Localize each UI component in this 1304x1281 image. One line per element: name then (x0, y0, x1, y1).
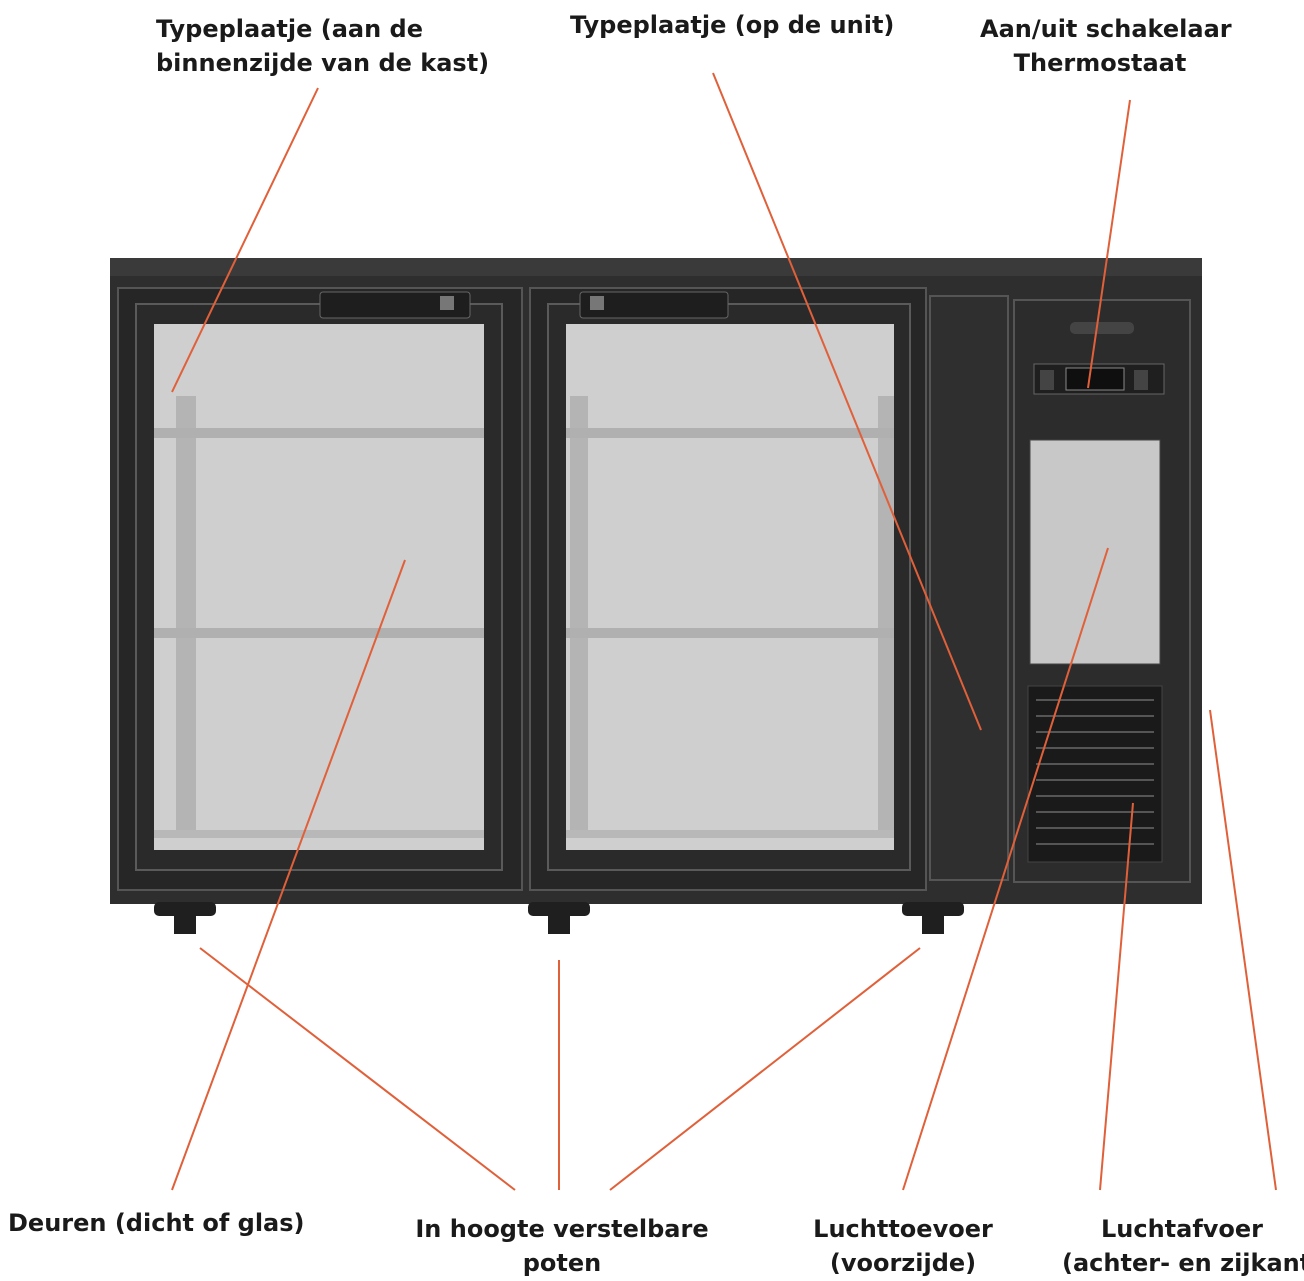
label-line: Thermostaat (1013, 49, 1187, 77)
label-poten: In hoogte verstelbare poten (412, 1212, 712, 1280)
label-line: (voorzijde) (829, 1249, 977, 1277)
unit-nameplate-area (1029, 439, 1161, 665)
thermostat-display (1065, 367, 1125, 391)
label-line: poten (522, 1249, 602, 1277)
door-right (529, 287, 927, 891)
leader-schakelaar (1087, 99, 1131, 389)
leader-typeplaatje-kast (171, 87, 319, 393)
label-line: Deuren (dicht of glas) (8, 1209, 305, 1237)
label-luchttoevoer: Luchttoevoer (voorzijde) (808, 1212, 998, 1280)
leader-luchttoevoer (902, 547, 1109, 1191)
label-luchtafvoer: Luchtafvoer (achter- en zijkant) (1062, 1212, 1304, 1280)
leader-poten-right (609, 947, 921, 1191)
label-schakelaar-thermostaat: Aan/uit schakelaar Thermostaat (980, 12, 1232, 80)
leader-poten-left (199, 947, 516, 1191)
label-line: binnenzijde van de kast) (156, 49, 490, 77)
label-typeplaatje-unit: Typeplaatje (op de unit) (570, 8, 894, 42)
label-line: Aan/uit schakelaar (980, 15, 1232, 43)
label-line: Luchttoevoer (813, 1215, 993, 1243)
glass-panel-right (566, 324, 894, 850)
leader-lines (171, 72, 1277, 1191)
label-line: In hoogte verstelbare (415, 1215, 709, 1243)
label-line: Typeplaatje (aan de (156, 15, 424, 43)
door-left (117, 287, 523, 891)
glass-panel-left (154, 324, 484, 850)
label-line: Typeplaatje (op de unit) (570, 11, 895, 39)
label-line: (achter- en zijkant) (1062, 1249, 1304, 1277)
leader-typeplaatje-unit (712, 72, 982, 731)
label-typeplaatje-kast: Typeplaatje (aan de binnenzijde van de k… (156, 12, 489, 80)
side-panel (929, 295, 1009, 881)
leader-luchtafvoer-side (1209, 709, 1277, 1191)
label-deuren: Deuren (dicht of glas) (8, 1206, 305, 1240)
air-intake-grille (1027, 685, 1163, 863)
power-switch (1040, 370, 1054, 390)
shelf-rail-left (176, 396, 196, 836)
leader-luchtafvoer-front (1099, 802, 1134, 1191)
shelf (154, 628, 484, 638)
door-handle-right (579, 291, 729, 319)
label-line: Luchtafvoer (1100, 1215, 1264, 1243)
control-unit (1013, 299, 1191, 883)
door-handle-left (319, 291, 471, 319)
shelf (154, 428, 484, 438)
bar-fridge (110, 258, 1202, 934)
leader-deuren (171, 559, 406, 1191)
top-lid (110, 258, 1202, 278)
adjustable-feet (154, 902, 964, 934)
